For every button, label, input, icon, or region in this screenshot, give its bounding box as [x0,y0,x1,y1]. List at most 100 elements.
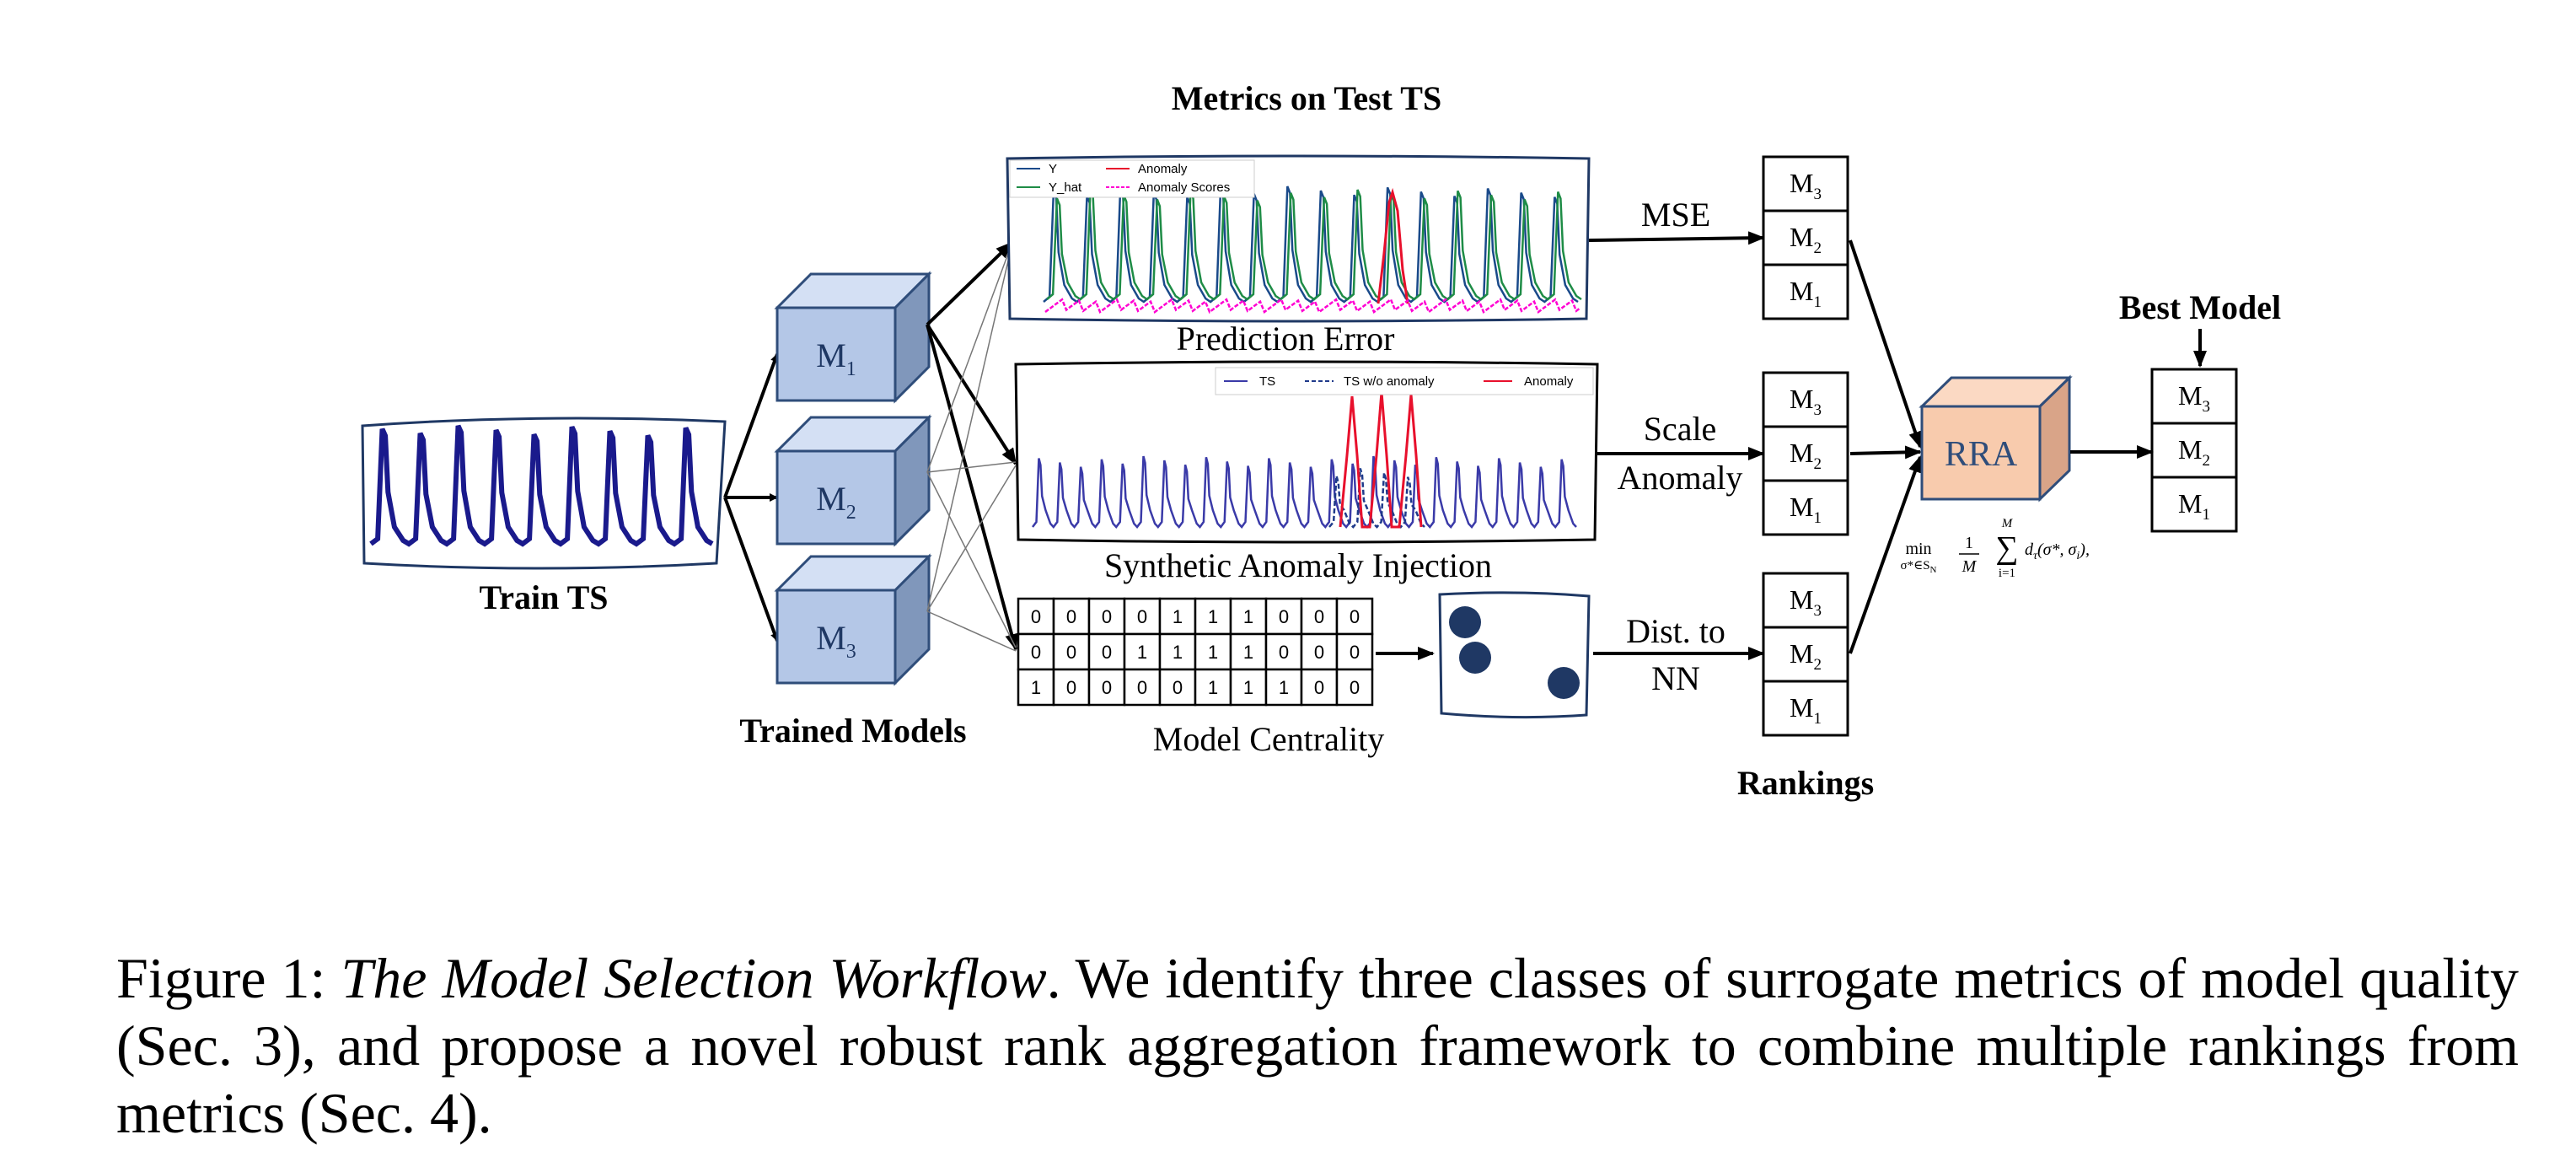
matrix-cell-value: 0 [1350,642,1360,663]
trained-models-label: Trained Models [739,712,966,750]
ranking-cell-label: M1 [1790,492,1822,527]
model-point-1 [1449,606,1481,638]
matrix-cell-value: 0 [1102,642,1112,663]
ranking-cell-label: M2 [1790,222,1822,257]
matrix-cell-value: 1 [1208,606,1218,627]
ranking-cell-label: M3 [2178,380,2210,416]
matrix-cell-value: 0 [1102,606,1112,627]
ranking-cell-label: M1 [2178,488,2210,524]
ranking-cell [1762,626,1849,683]
matrix-cell-value: 1 [1137,642,1147,663]
embedding-panel [1438,591,1591,719]
synthetic-anomaly-panel: TS TS w/o anomaly Anomaly [1014,360,1599,544]
matrix-cell-value: 0 [1066,642,1076,663]
legend-ts-without-anomaly: TS w/o anomaly [1344,374,1435,389]
rra-box: RRA [1919,374,2073,503]
matrix-cell-value: 1 [1243,606,1253,627]
best-model-label: Best Model [2119,288,2281,326]
train-to-models-arrows [723,353,779,642]
edge-label-scale: Scale [1644,410,1717,448]
matrix-cell-value: 0 [1173,677,1183,698]
ranking-cell [1762,155,1849,212]
caption-label: Figure 1: [116,946,326,1010]
formula-body: dτ(σ*, σi), [2025,540,2090,562]
rankings-label: Rankings [1737,764,1874,802]
legend-ts: TS [1259,374,1275,389]
model-cube-2: M2 [774,414,932,547]
ranking-cell-label: M1 [1790,276,1822,311]
model-point-2 [1459,642,1491,674]
matrix-cell-value: 1 [1243,642,1253,663]
metric-to-ranking-arrows [1588,231,1765,660]
ranking-cell [1762,572,1849,629]
legend-synthetic-anomaly: Anomaly [1524,374,1574,389]
edge-label-dist: Dist. to [1626,612,1725,650]
matrix-cell [1335,632,1374,671]
formula-frac-num: 1 [1965,534,1973,552]
matrix-cell-value: 0 [1031,642,1041,663]
matrix-cell-value: 1 [1279,677,1289,698]
matrix-cell [1264,632,1303,671]
matrix-cell [1052,668,1091,707]
formula-sum-top: M [2001,517,2014,530]
matrix-cell-value: 1 [1243,677,1253,698]
ranking-cell-label: M2 [1790,638,1822,674]
rra-label: RRA [1945,435,2018,474]
ranking-cell-label: M2 [2178,434,2210,470]
matrix-cell-value: 1 [1173,606,1183,627]
legend-anomaly-scores: Anomaly Scores [1138,180,1230,195]
prediction-error-panel: Y Anomaly Y_hat Anomaly Scores [1006,154,1591,323]
matrix-cell-value: 0 [1137,677,1147,698]
matrix-cell-value: 1 [1208,642,1218,663]
model-centrality-label: Model Centrality [1153,720,1384,758]
legend-y-hat: Y_hat [1049,180,1082,195]
y-line [1043,185,1579,304]
matrix-cell-value: 0 [1279,606,1289,627]
matrix-cell-value: 0 [1314,606,1324,627]
synthetic-anomaly-label: Synthetic Anomaly Injection [1104,546,1492,584]
figure-caption: Figure 1: The Model Selection Workflow. … [116,944,2519,1147]
matrix-cell-value: 1 [1173,642,1183,663]
ranking-cell-label: M3 [1790,384,1822,419]
model-cube-label: M1 [816,336,856,380]
model-cube-3: M3 [774,553,932,686]
y-hat-line [1046,189,1582,301]
ranking-cell-label: M2 [1790,438,1822,473]
matrix-cell [1052,632,1091,671]
models-to-metrics-arrows [926,241,1018,652]
anomaly-scores-line [1044,298,1581,314]
matrix-cell-value: 0 [1066,677,1076,698]
matrix-cell-value: 0 [1066,606,1076,627]
model-cube-label: M2 [816,480,856,524]
ranking-cell-label: M3 [1790,584,1822,620]
legend-y: Y [1049,162,1057,176]
train-ts-line [369,424,714,547]
caption-title: The Model Selection Workflow [341,946,1047,1010]
matrix-cell [1123,668,1162,707]
model-cube-label: M3 [816,619,856,663]
rankings-to-rra-arrows [1849,239,1922,654]
prediction-legend: Y Anomaly Y_hat Anomaly Scores [1009,159,1255,198]
matrix-cell-value: 0 [1350,677,1360,698]
matrix-cell-value: 0 [1314,642,1324,663]
matrix-cell [1194,632,1232,671]
formula-frac-den: M [1962,557,1978,576]
ranking-cell-label: M3 [1790,168,1822,203]
anomaly-line [1377,187,1409,304]
matrix-cell [1335,668,1374,707]
matrix-cell-value: 1 [1208,677,1218,698]
train-ts-panel [361,417,727,570]
matrix-cell-value: 0 [1031,606,1041,627]
ranking-cell [1762,479,1849,536]
matrix-cell [1017,668,1055,707]
ranking-cell [1762,263,1849,320]
matrix-cell-value: 1 [1031,677,1041,698]
edge-label-mse: MSE [1641,196,1710,234]
ranking-cell [1762,680,1849,737]
ranking-cell [1762,371,1849,428]
legend-anomaly: Anomaly [1138,162,1188,176]
